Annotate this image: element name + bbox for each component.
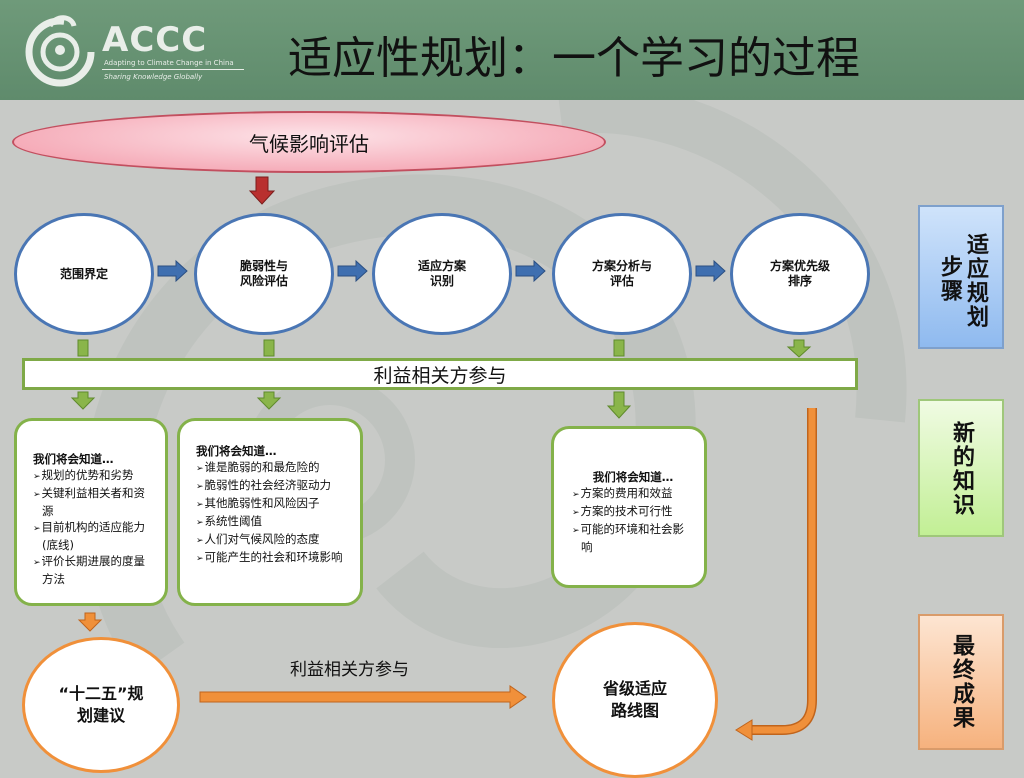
- step-vulnerability-risk-assessment: 脆弱性与 风险评估: [194, 213, 334, 335]
- knowledge-list: 规划的优势和劣势 关键利益相关者和资源 目前机构的适应能力(底线) 评价长期进展…: [33, 467, 155, 587]
- side-label-col: 新的知识: [949, 421, 975, 517]
- stakeholder-engagement-bar: 利益相关方参与: [22, 358, 858, 390]
- side-label-final-outcome: 最终成果: [918, 614, 1004, 750]
- logo-tagline: Sharing Knowledge Globally: [104, 73, 203, 81]
- knowledge-item: 可能产生的社会和环境影响: [196, 549, 350, 567]
- step-label-line2: 风险评估: [239, 274, 288, 288]
- step-label-line2: 排序: [787, 274, 812, 288]
- green-connector-3-top: [613, 339, 625, 357]
- header-bar: ACCC Adapting to Climate Change in China…: [0, 0, 1024, 100]
- knowledge-item: 人们对气候风险的态度: [196, 531, 350, 549]
- knowledge-heading: 我们将会知道…: [592, 470, 674, 484]
- knowledge-list: 谁是脆弱的和最危险的 脆弱性的社会经济驱动力 其他脆弱性和风险因子 系统性阈值 …: [196, 459, 350, 567]
- knowledge-box-scope: 我们将会知道… 规划的优势和劣势 关键利益相关者和资源 目前机构的适应能力(底线…: [14, 418, 168, 606]
- side-label-col: 步骤: [937, 255, 963, 303]
- outcome-label-line1: “十二五”规: [58, 684, 144, 703]
- blue-right-arrow-3: [515, 259, 546, 283]
- outcome-label-line2: 划建议: [76, 706, 125, 725]
- accc-logo-mark-icon: [25, 15, 95, 87]
- step-option-analysis: 方案分析与 评估: [552, 213, 692, 335]
- step-label-line1: 方案分析与: [591, 259, 652, 273]
- knowledge-heading: 我们将会知道…: [33, 452, 114, 466]
- page-title: 适应性规划：一个学习的过程: [288, 33, 860, 84]
- step-label-line2: 识别: [429, 274, 454, 288]
- outcome-five-year-plan: “十二五”规 划建议: [22, 637, 180, 773]
- logo-text: ACCC: [102, 20, 208, 60]
- green-down-arrow-4: [786, 339, 812, 358]
- side-label-col: 适应规划: [963, 233, 989, 329]
- knowledge-item: 关键利益相关者和资源: [33, 485, 155, 519]
- orange-down-arrow: [77, 612, 103, 632]
- knowledge-item: 评价长期进展的度量方法: [33, 553, 155, 587]
- blue-right-arrow-4: [695, 259, 726, 283]
- knowledge-heading: 我们将会知道…: [196, 444, 277, 458]
- climate-impact-assessment-node: 气候影响评估: [12, 111, 606, 173]
- side-label-new-knowledge: 新的知识: [918, 399, 1004, 537]
- red-down-arrow: [248, 176, 276, 205]
- orange-right-arrow: [199, 685, 527, 709]
- outcome-provincial-roadmap: 省级适应 路线图: [552, 622, 718, 778]
- blue-right-arrow-2: [337, 259, 368, 283]
- knowledge-item: 方案的费用和效益: [572, 485, 694, 503]
- knowledge-item: 系统性阈值: [196, 513, 350, 531]
- green-connector-1-top: [77, 339, 89, 357]
- step-option-identification: 适应方案 识别: [372, 213, 512, 335]
- step-scope-definition: 范围界定: [14, 213, 154, 335]
- green-down-arrow-1: [70, 391, 96, 410]
- knowledge-item: 脆弱性的社会经济驱动力: [196, 477, 350, 495]
- knowledge-item: 规划的优势和劣势: [33, 467, 155, 485]
- step-label-line2: 评估: [609, 274, 634, 288]
- step-label-line1: 适应方案: [417, 259, 466, 273]
- side-label-planning-steps: 适应规划 步骤: [918, 205, 1004, 349]
- knowledge-item: 其他脆弱性和风险因子: [196, 495, 350, 513]
- green-connector-2-top: [263, 339, 275, 357]
- blue-right-arrow-1: [157, 259, 188, 283]
- step-label-line1: 范围界定: [59, 266, 108, 281]
- knowledge-box-analysis: 我们将会知道… 方案的费用和效益 方案的技术可行性 可能的环境和社会影响: [551, 426, 707, 588]
- green-down-arrow-2: [256, 391, 282, 410]
- step-option-prioritization: 方案优先级 排序: [730, 213, 870, 335]
- step-label-line1: 方案优先级: [769, 259, 830, 273]
- accc-logo: ACCC Adapting to Climate Change in China…: [22, 12, 244, 92]
- logo-divider: [102, 69, 244, 70]
- knowledge-item: 谁是脆弱的和最危险的: [196, 459, 350, 477]
- logo-subtitle: Adapting to Climate Change in China: [104, 59, 234, 67]
- knowledge-item: 方案的技术可行性: [572, 503, 694, 521]
- green-down-arrow-3: [606, 391, 632, 419]
- outcome-connector-label: 利益相关方参与: [290, 660, 409, 680]
- knowledge-item: 目前机构的适应能力(底线): [33, 519, 155, 553]
- outcome-label-line1: 省级适应: [602, 679, 667, 698]
- knowledge-box-vulnerability: 我们将会知道… 谁是脆弱的和最危险的 脆弱性的社会经济驱动力 其他脆弱性和风险因…: [177, 418, 363, 606]
- side-label-col: 最终成果: [949, 634, 975, 730]
- outcome-label-line2: 路线图: [610, 701, 659, 720]
- step-label-line1: 脆弱性与: [239, 259, 288, 273]
- orange-bent-arrow: [735, 408, 817, 741]
- knowledge-list: 方案的费用和效益 方案的技术可行性 可能的环境和社会影响: [572, 485, 694, 555]
- knowledge-item: 可能的环境和社会影响: [572, 521, 694, 555]
